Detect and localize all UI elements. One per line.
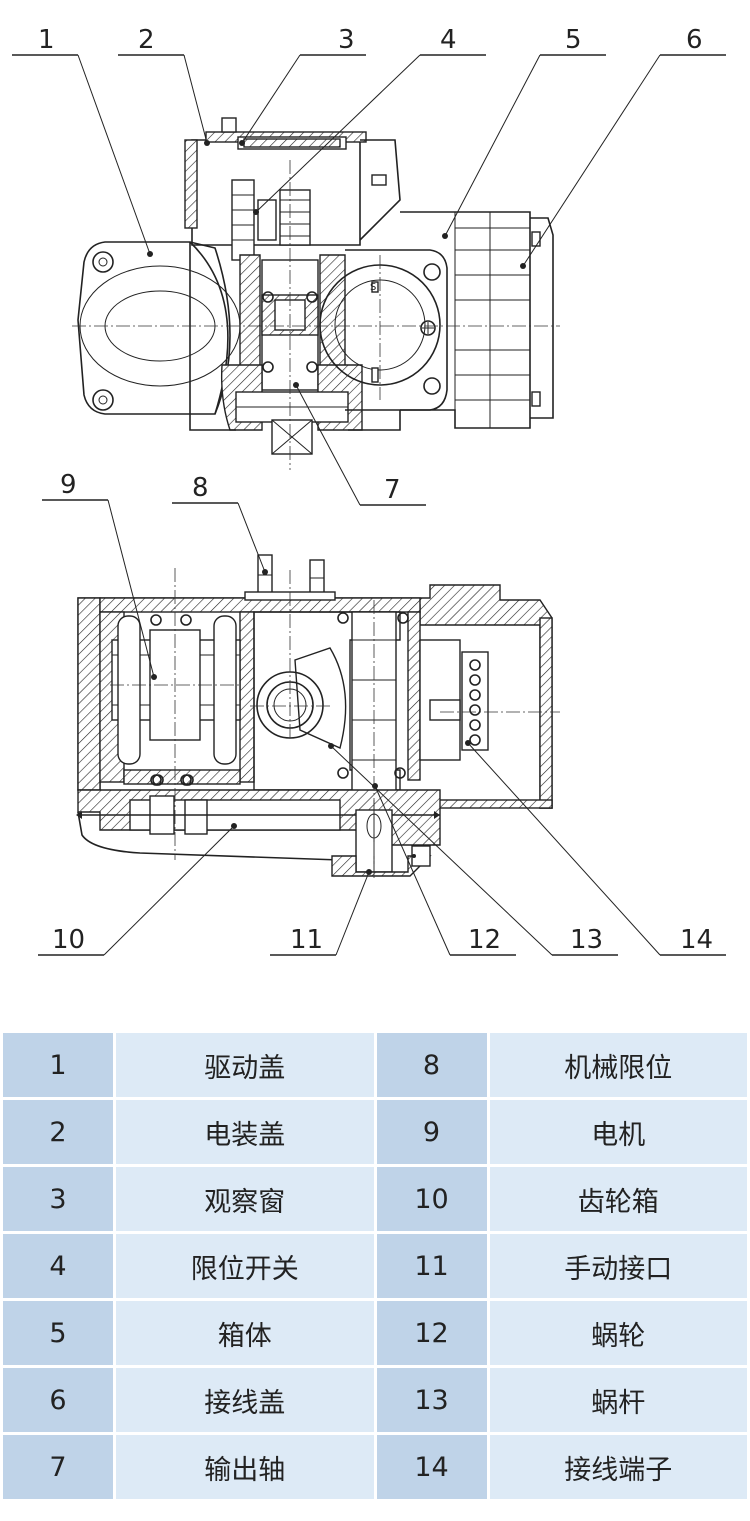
callout-13: 13: [570, 925, 603, 955]
svg-text:S: S: [370, 282, 376, 293]
top-leaders: [12, 54, 726, 506]
part-name: 手动接口: [489, 1234, 747, 1298]
part-number: 12: [376, 1301, 487, 1365]
legend-row: 2 电装盖 9 电机: [3, 1100, 747, 1164]
bottom-view: [76, 554, 560, 880]
part-name: 箱体: [116, 1301, 374, 1365]
bottom-leaders: [38, 499, 726, 956]
part-name: 蜗杆: [489, 1368, 747, 1432]
callout-11: 11: [290, 925, 323, 955]
part-number: 9: [376, 1100, 487, 1164]
part-number: 14: [376, 1435, 487, 1499]
legend-row: 1 驱动盖 8 机械限位: [3, 1033, 747, 1097]
part-name: 输出轴: [116, 1435, 374, 1499]
part-name: 电机: [489, 1100, 747, 1164]
part-number: 3: [3, 1167, 113, 1231]
legend-row: 7 输出轴 14 接线端子: [3, 1435, 747, 1499]
callout-6: 6: [686, 25, 703, 55]
actuator-diagram: S 1 2 3 4 5 6: [12, 25, 726, 956]
part-name: 电装盖: [116, 1100, 374, 1164]
part-number: 5: [3, 1301, 113, 1365]
part-number: 1: [3, 1033, 113, 1097]
part-name: 蜗轮: [489, 1301, 747, 1365]
part-name: 驱动盖: [116, 1033, 374, 1097]
callout-10: 10: [52, 925, 85, 955]
bottom-callout-numbers: 8 9 10 11 12 13 14: [52, 470, 713, 955]
part-number: 4: [3, 1234, 113, 1298]
callout-7: 7: [384, 475, 401, 505]
legend-row: 3 观察窗 10 齿轮箱: [3, 1167, 747, 1231]
part-number: 8: [376, 1033, 487, 1097]
part-number: 11: [376, 1234, 487, 1298]
part-name: 齿轮箱: [489, 1167, 747, 1231]
callout-14: 14: [680, 925, 713, 955]
callout-5: 5: [565, 25, 582, 55]
part-number: 2: [3, 1100, 113, 1164]
part-number: 7: [3, 1435, 113, 1499]
callout-12: 12: [468, 925, 501, 955]
top-callout-numbers: 1 2 3 4 5 6 7: [38, 25, 703, 505]
callout-4: 4: [440, 25, 457, 55]
callout-9: 9: [60, 470, 77, 500]
part-number: 6: [3, 1368, 113, 1432]
part-number: 10: [376, 1167, 487, 1231]
part-name: 接线端子: [489, 1435, 747, 1499]
part-name: 机械限位: [489, 1033, 747, 1097]
callout-8: 8: [192, 473, 209, 503]
callout-3: 3: [338, 25, 355, 55]
part-name: 接线盖: [116, 1368, 374, 1432]
callout-2: 2: [138, 25, 155, 55]
part-number: 13: [376, 1368, 487, 1432]
legend-row: 6 接线盖 13 蜗杆: [3, 1368, 747, 1432]
parts-legend-table: 1 驱动盖 8 机械限位 2 电装盖 9 电机 3 观察窗 10 齿轮箱 4 限…: [0, 1030, 750, 1502]
legend-row: 5 箱体 12 蜗轮: [3, 1301, 747, 1365]
part-name: 限位开关: [116, 1234, 374, 1298]
legend-row: 4 限位开关 11 手动接口: [3, 1234, 747, 1298]
top-view: S: [72, 117, 560, 470]
part-name: 观察窗: [116, 1167, 374, 1231]
callout-1: 1: [38, 25, 55, 55]
